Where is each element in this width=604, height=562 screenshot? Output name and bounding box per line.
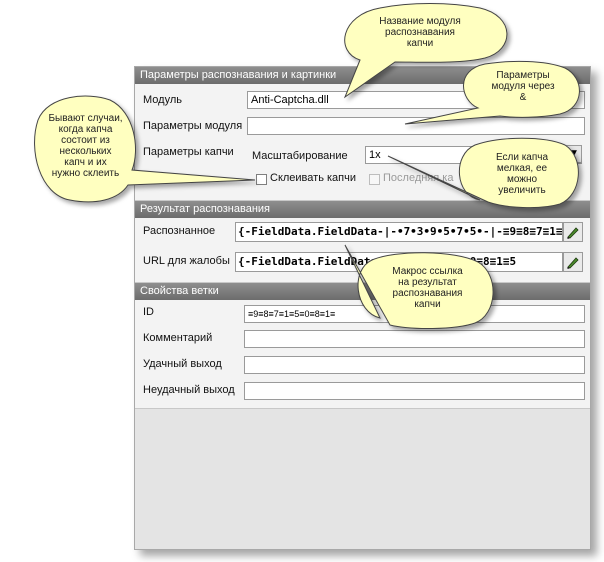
complaint-url-label: URL для жалобы	[143, 255, 230, 267]
callout-line: &	[519, 92, 527, 103]
fail-exit-label: Неудачный выход	[143, 384, 235, 396]
comment-label: Комментарий	[143, 332, 213, 344]
recognized-label: Распознанное	[143, 225, 216, 237]
callout-line: Параметры	[496, 70, 550, 81]
comment-field[interactable]	[244, 330, 585, 348]
callout-macro-link	[344, 244, 494, 329]
complaint-url-edit-button[interactable]	[563, 252, 583, 272]
callout-small-captcha	[387, 137, 579, 209]
callout-multi-captcha	[34, 95, 256, 203]
callout-line: нескольких	[59, 146, 112, 157]
callout-module-name	[343, 3, 508, 99]
glue-captcha-label: Склеивать капчи	[270, 172, 356, 184]
glue-captcha-checkbox[interactable]	[256, 174, 267, 185]
section-body-result: Распознанное {-FieldData.FieldData-|-•7•…	[135, 218, 590, 283]
recognized-edit-button[interactable]	[563, 222, 583, 242]
callout-line: мелкая, ее	[496, 163, 548, 174]
pen-icon	[567, 257, 579, 269]
callout-macro-link-text: Макрос ссылка на результат распознавания…	[370, 266, 485, 310]
module-label: Модуль	[143, 94, 182, 106]
callout-module-name-text: Название модуля распознавания капчи	[365, 16, 475, 49]
pen-icon	[567, 227, 579, 239]
callout-line: увеличить	[498, 185, 546, 196]
callout-line: распознавания	[385, 27, 455, 38]
callout-module-params	[404, 60, 580, 125]
callout-line: Если капча	[495, 152, 549, 163]
recognized-field[interactable]: {-FieldData.FieldData-|-•7•3•9•5•7•5•-|-…	[235, 222, 563, 242]
callout-line: состоит из	[61, 135, 110, 146]
captcha-params-label: Параметры капчи	[143, 146, 234, 158]
fail-exit-field[interactable]	[244, 382, 585, 400]
callout-line: капчи	[414, 299, 441, 310]
callout-line: Макрос ссылка	[392, 266, 463, 277]
success-exit-field[interactable]	[244, 356, 585, 374]
callout-line: можно	[506, 174, 538, 185]
section-body-branch: ID ≡9≡8≡7≡1≡5≡0≡8≡1≡ Комментарий Удачный…	[135, 300, 590, 409]
id-label: ID	[143, 306, 154, 318]
last-captcha-checkbox[interactable]	[369, 174, 380, 185]
callout-line: нужно склеить	[51, 168, 120, 179]
last-captcha-label: Последняя ка	[383, 172, 454, 184]
module-params-field[interactable]	[247, 117, 585, 135]
callout-line: капчи	[406, 38, 434, 49]
scaling-label: Масштабирование	[252, 150, 348, 162]
section-header-result: Результат распознавания	[135, 201, 590, 218]
callout-line: капч и их	[64, 157, 107, 168]
scaling-value: 1x	[369, 149, 381, 161]
callout-line: модуля через	[491, 81, 555, 92]
callout-line: когда капча	[58, 124, 113, 135]
callout-small-captcha-text: Если капча мелкая, ее можно увеличить	[472, 152, 572, 196]
callout-line: на результат	[398, 277, 457, 288]
callout-module-params-text: Параметры модуля через &	[478, 70, 568, 103]
callout-line: распознавания	[392, 288, 463, 299]
module-params-label: Параметры модуля	[143, 120, 243, 132]
callout-line: Название модуля	[379, 16, 461, 27]
callout-line: Бывают случаи,	[48, 113, 123, 124]
callout-multi-captcha-text: Бывают случаи, когда капча состоит из не…	[38, 113, 133, 179]
success-exit-label: Удачный выход	[143, 358, 222, 370]
